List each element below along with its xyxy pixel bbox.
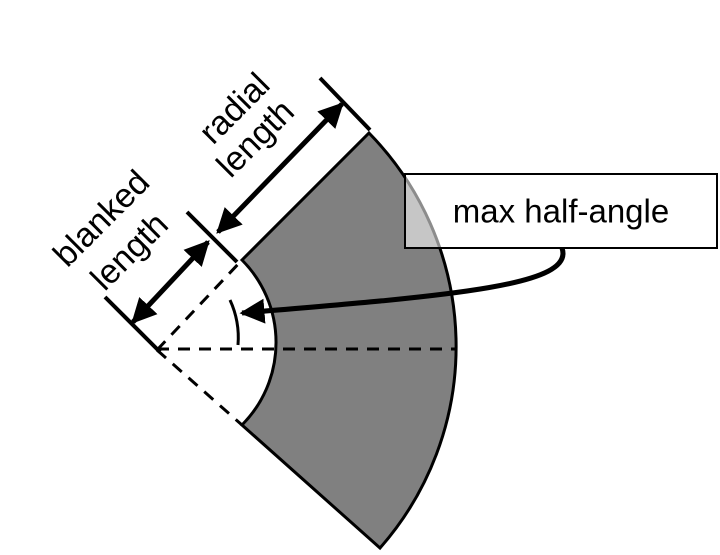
callout-connector — [239, 247, 566, 324]
radial-tick-outer — [318, 76, 372, 132]
blanked-length-arrow — [131, 240, 210, 324]
dashed-lower-edge — [156, 348, 243, 427]
blanked-tick-lower — [103, 295, 162, 354]
dashed-upper-edge — [155, 258, 244, 352]
callout-box — [404, 173, 718, 249]
half-angle-arc — [228, 299, 240, 346]
radial-tick-inner — [185, 210, 239, 264]
max-half-angle-label: max half-angle — [453, 193, 669, 230]
radial-length-arrow — [216, 102, 344, 234]
